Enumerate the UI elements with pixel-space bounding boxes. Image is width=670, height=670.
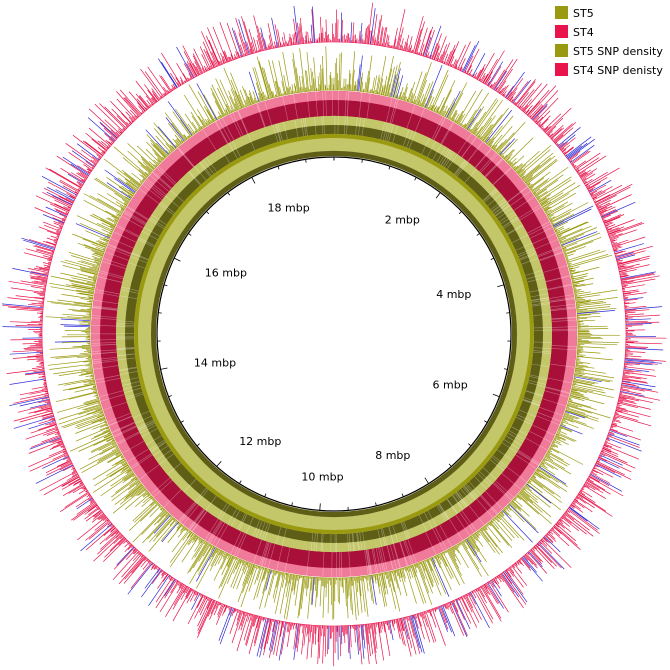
legend-item-st4: ST4 bbox=[555, 25, 594, 39]
tick-labels: 2 mbp 4 mbp 6 mbp 8 mbp 10 mbp 12 mbp 14… bbox=[194, 201, 472, 483]
major-tick bbox=[160, 367, 168, 370]
legend-swatch-st4 bbox=[555, 25, 568, 38]
legend-item-st4-snp: ST4 SNP denisty bbox=[555, 63, 663, 77]
st4-snp-baseline bbox=[41, 41, 627, 627]
st4-snp-high-bars bbox=[1, 5, 664, 661]
tick-label-14: 14 mbp bbox=[194, 357, 236, 370]
minor-tick bbox=[180, 420, 184, 423]
legend-swatch-st4-snp bbox=[555, 63, 568, 76]
minor-tick bbox=[361, 159, 363, 163]
legend-item-st5: ST5 bbox=[555, 6, 594, 20]
legend-label-st4: ST4 bbox=[573, 26, 594, 39]
tick-label-4: 4 mbp bbox=[436, 288, 471, 301]
tick-label-2: 2 mbp bbox=[385, 214, 420, 227]
st4-ring-gaps bbox=[90, 90, 578, 578]
minor-tick bbox=[375, 502, 377, 506]
major-tick bbox=[173, 257, 181, 262]
legend-label-st5: ST5 bbox=[573, 7, 594, 20]
minor-tick bbox=[239, 480, 242, 484]
major-tick bbox=[424, 477, 429, 484]
minor-tick bbox=[163, 284, 168, 287]
st5-snp-density-track bbox=[45, 46, 620, 621]
minor-tick bbox=[196, 443, 200, 447]
minor-tick bbox=[188, 233, 192, 236]
minor-tick bbox=[490, 257, 495, 260]
legend-item-st5-snp: ST5 SNP density bbox=[555, 44, 663, 58]
minor-tick bbox=[414, 177, 417, 181]
legend: ST5 ST4 ST5 SNP density ST4 SNP denisty bbox=[555, 6, 663, 77]
minor-tick bbox=[503, 368, 508, 370]
major-tick bbox=[492, 393, 500, 398]
major-tick bbox=[497, 284, 505, 288]
major-tick bbox=[435, 192, 441, 199]
legend-label-st4-snp: ST4 SNP denisty bbox=[573, 64, 663, 77]
major-tick bbox=[251, 177, 256, 184]
tick-label-6: 6 mbp bbox=[433, 379, 468, 392]
tick-label-18: 18 mbp bbox=[268, 201, 310, 214]
tick-label-10: 10 mbp bbox=[301, 471, 343, 484]
st5-snp-high-bars bbox=[54, 55, 615, 606]
minor-tick bbox=[206, 211, 210, 215]
tick-label-16: 16 mbp bbox=[205, 267, 247, 280]
minor-tick bbox=[305, 159, 307, 163]
axis-circle bbox=[156, 156, 512, 512]
st4-coverage-ring bbox=[90, 90, 578, 578]
st5-ring-gaps bbox=[115, 115, 553, 553]
minor-tick bbox=[458, 211, 462, 215]
st5-snp-baseline bbox=[89, 89, 579, 579]
st5-snp-bars bbox=[45, 46, 620, 621]
minor-tick bbox=[448, 463, 452, 467]
minor-tick bbox=[484, 420, 488, 423]
minor-tick bbox=[476, 233, 480, 236]
genome-axis bbox=[156, 156, 512, 512]
legend-swatch-st5 bbox=[555, 6, 568, 19]
minor-tick bbox=[168, 395, 172, 398]
st5-coverage-ring bbox=[115, 115, 553, 553]
minor-tick bbox=[227, 192, 231, 196]
minor-tick bbox=[468, 443, 472, 447]
major-tick bbox=[319, 503, 321, 511]
tick-label-8: 8 mbp bbox=[375, 449, 410, 462]
minor-tick bbox=[388, 165, 391, 170]
minor-tick bbox=[291, 502, 293, 506]
minor-tick bbox=[277, 165, 280, 170]
minor-tick bbox=[401, 493, 404, 497]
legend-swatch-st5-snp bbox=[555, 44, 568, 57]
legend-label-st5-snp: ST5 SNP density bbox=[573, 45, 663, 58]
tick-label-12: 12 mbp bbox=[239, 435, 281, 448]
major-tick bbox=[216, 460, 222, 467]
minor-tick bbox=[264, 493, 267, 497]
